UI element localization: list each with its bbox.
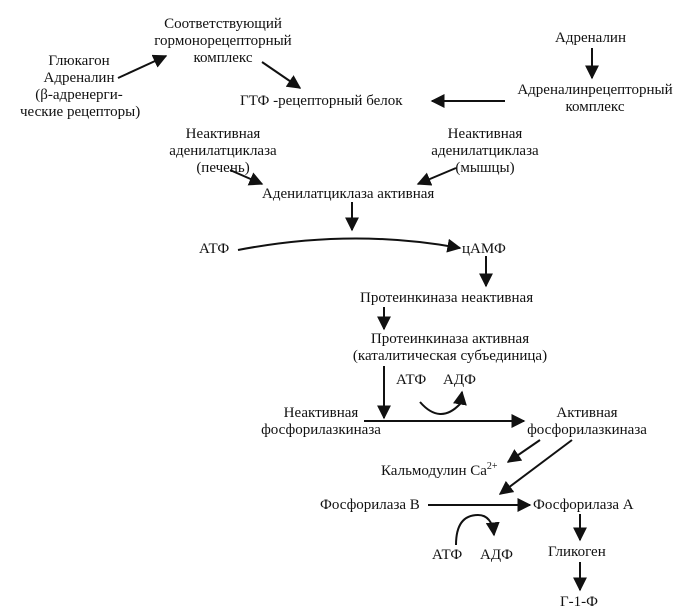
ac-muscle-node: Неактивная аденилатциклаза (мышцы) <box>430 126 540 177</box>
adrenalin-receptor-complex-node: Адреналинрецепторный комплекс <box>505 82 685 116</box>
complex-line-2: гормонорецепторный <box>154 33 292 49</box>
ac-liver-node: Неактивная аденилатциклаза (печень) <box>168 126 278 177</box>
pk-active-line-2: (каталитическая субъединица) <box>352 348 548 364</box>
ac-liver-line-1: Неактивная <box>185 126 261 142</box>
adrenalin-node: Адреналин <box>555 30 626 46</box>
ac-muscle-line-3: (мышцы) <box>455 160 515 176</box>
glucagon-node: Глюкагон Адреналин (β-адренерги- ческие … <box>20 53 141 121</box>
complex-node: Соответствующий гормонорецепторный компл… <box>148 16 298 67</box>
pk-active-node: Протеинкиназа активная (каталитическая с… <box>330 331 570 365</box>
glucagon-line-3: (β-адренерги- <box>35 87 123 103</box>
phk-inactive-line-2: фосфорилазкиназа <box>261 422 381 438</box>
complex-line-3: комплекс <box>193 50 253 66</box>
gtp-receptor-protein-node: ГТФ -рецепторный белок <box>240 93 403 109</box>
atp-label-3: АТФ <box>432 547 463 563</box>
adr-complex-line-2: комплекс <box>565 99 625 115</box>
pk-inactive-node: Протеинкиназа неактивная <box>360 290 534 306</box>
arrow-complex-to-gtp <box>261 61 302 89</box>
glycogen-node: Гликоген <box>548 544 606 560</box>
atp-label-1: АТФ <box>199 241 230 257</box>
phk-inactive-node: Неактивная фосфорилазкиназа <box>258 405 384 439</box>
phosphorylase-b-node: Фосфорилаза В <box>320 497 420 513</box>
ac-active-node: Аденилатциклаза активная <box>262 186 435 202</box>
glucagon-line-2: Адреналин <box>43 70 115 86</box>
ac-muscle-line-2: аденилатциклаза <box>431 143 539 159</box>
phk-active-line-2: фосфорилазкиназа <box>527 422 647 438</box>
ac-muscle-line-1: Неактивная <box>447 126 523 142</box>
calmodulin-node: Кальмодулин Са2+ <box>381 461 498 480</box>
arrow-liver-ac-to-active <box>229 169 264 186</box>
arrow-atp-adp-phos <box>455 513 500 546</box>
ac-liver-line-2: аденилатциклаза <box>169 143 277 159</box>
arrow-atp-to-camp <box>237 237 462 253</box>
glucagon-line-4: ческие рецепторы) <box>20 104 141 120</box>
camp-label: цАМФ <box>462 241 506 257</box>
arrow-phk-to-calmodulin <box>506 439 541 463</box>
phosphorylase-a-node: Фосфорилаза А <box>533 497 634 513</box>
arrow-glucagon-to-complex <box>117 54 168 79</box>
arrow-phk-to-phosphorylase <box>498 439 573 495</box>
adp-label-2: АДФ <box>443 372 476 388</box>
calmodulin-text: Кальмодулин Са <box>381 463 487 479</box>
phk-inactive-line-1: Неактивная <box>283 405 359 421</box>
arrow-muscle-ac-to-active <box>416 167 457 186</box>
phk-active-node: Активная фосфорилазкиназа <box>524 405 650 439</box>
complex-line-1: Соответствующий <box>164 16 282 32</box>
g1p-node: Г-1-Ф <box>560 594 599 610</box>
ac-liver-line-3: (печень) <box>196 160 250 176</box>
adr-complex-line-1: Адреналинрецепторный <box>517 82 673 98</box>
atp-label-2: АТФ <box>396 372 427 388</box>
pk-active-line-1: Протеинкиназа активная <box>370 331 530 347</box>
glucagon-line-1: Глюкагон <box>48 53 110 69</box>
adp-label-3: АДФ <box>480 547 513 563</box>
arrow-atp-adp-phk <box>419 390 467 415</box>
calcium-charge: 2+ <box>486 461 498 472</box>
phk-active-line-1: Активная <box>556 405 618 421</box>
